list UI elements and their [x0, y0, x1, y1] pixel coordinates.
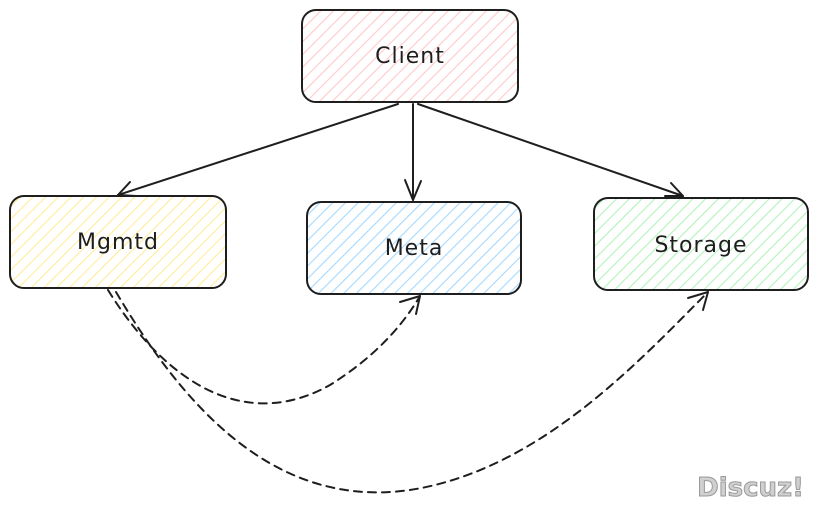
mgmtd-box — [9, 195, 227, 289]
dashed-edges — [107, 289, 709, 494]
client-label: Client — [375, 44, 445, 69]
edge-client-storage — [417, 103, 684, 197]
node-mgmtd: Mgmtd — [9, 195, 227, 289]
node-client: Client — [301, 9, 519, 103]
edge-client-mgmtd — [117, 103, 399, 197]
node-meta: Meta — [306, 201, 522, 295]
storage-label: Storage — [654, 233, 747, 258]
meta-box — [306, 201, 522, 295]
edge-client-meta — [404, 103, 422, 201]
node-storage: Storage — [593, 197, 809, 291]
watermark: Discuz! — [697, 473, 804, 503]
edge-mgmtd-meta — [107, 289, 421, 405]
mgmtd-label: Mgmtd — [77, 230, 159, 255]
client-box — [301, 9, 519, 103]
meta-label: Meta — [385, 236, 444, 261]
storage-box — [593, 197, 809, 291]
solid-edges — [117, 103, 684, 201]
edge-mgmtd-storage — [115, 291, 709, 494]
